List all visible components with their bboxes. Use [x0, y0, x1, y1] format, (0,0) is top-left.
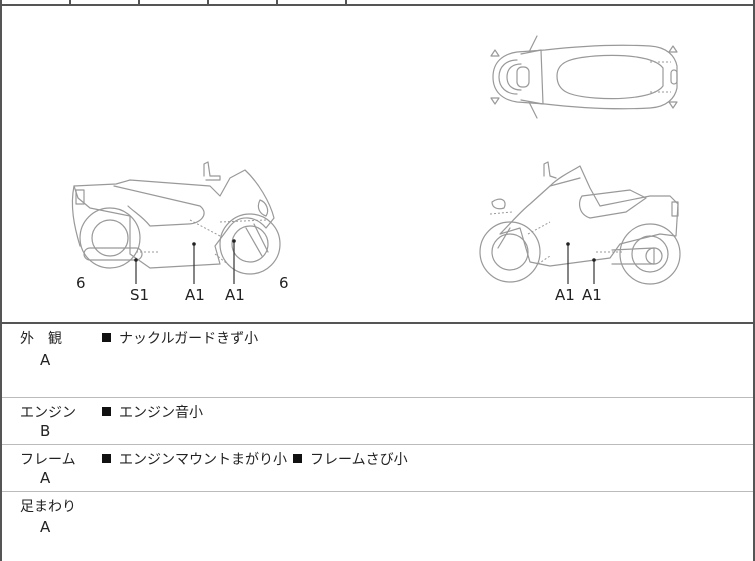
- condition-row-frame: フレーム A エンジンマウントまがり小 フレームさび小: [2, 445, 753, 492]
- table-divider: [753, 0, 755, 6]
- table-divider: [276, 0, 278, 6]
- scooter-top-view-icon: [490, 35, 678, 119]
- condition-row-suspension: 足まわり A: [2, 492, 753, 561]
- condition-table: 外 観 A ナックルガードきず小 エンジン B エンジン音小 フレーム A エン…: [0, 324, 755, 561]
- diagram-label-muffler: S1: [130, 286, 150, 304]
- grade-value: A: [40, 518, 51, 536]
- diagram-label-front-cover: A1: [225, 286, 245, 304]
- table-divider: [69, 0, 71, 6]
- category-label: 外 観: [20, 331, 62, 347]
- diagram-label-front-tire: 6: [279, 274, 289, 292]
- note-item: エンジンマウントまがり小: [119, 452, 287, 468]
- table-divider: [207, 0, 209, 6]
- category-label: エンジン: [20, 405, 76, 421]
- diagram-label-side-cover: A1: [185, 286, 205, 304]
- scooter-right-side-icon: [479, 161, 681, 285]
- condition-row-engine: エンジン B エンジン音小: [2, 398, 753, 445]
- top-table-strip: [0, 0, 755, 6]
- notes: エンジンマウントまがり小 フレームさび小: [102, 449, 414, 469]
- bullet-square-icon: [102, 407, 111, 416]
- table-divider: [0, 0, 2, 6]
- category-label: 足まわり: [20, 499, 76, 515]
- notes: エンジン音小: [102, 402, 209, 422]
- grade-value: A: [40, 469, 51, 487]
- notes: ナックルガードきず小: [102, 328, 264, 348]
- scooter-left-side-icon: [71, 161, 281, 284]
- grade-value: B: [40, 422, 51, 440]
- condition-row-exterior: 外 観 A ナックルガードきず小: [2, 324, 753, 398]
- table-divider: [345, 0, 347, 6]
- damage-diagram-panel: 6 S1 A1 A1 6 A1 A1: [0, 6, 755, 324]
- table-divider: [138, 0, 140, 6]
- bullet-square-icon: [102, 454, 111, 463]
- diagram-label-right-side-cover: A1: [555, 286, 575, 304]
- bullet-square-icon: [102, 333, 111, 342]
- diagram-label-right-lower-cover: A1: [582, 286, 602, 304]
- category-label: フレーム: [20, 452, 76, 468]
- bullet-square-icon: [293, 454, 302, 463]
- note-item: ナックルガードきず小: [119, 331, 259, 347]
- note-item: フレームさび小: [310, 452, 408, 468]
- diagram-label-rear-tire: 6: [76, 274, 86, 292]
- grade-value: A: [40, 351, 51, 369]
- note-item: エンジン音小: [119, 405, 203, 421]
